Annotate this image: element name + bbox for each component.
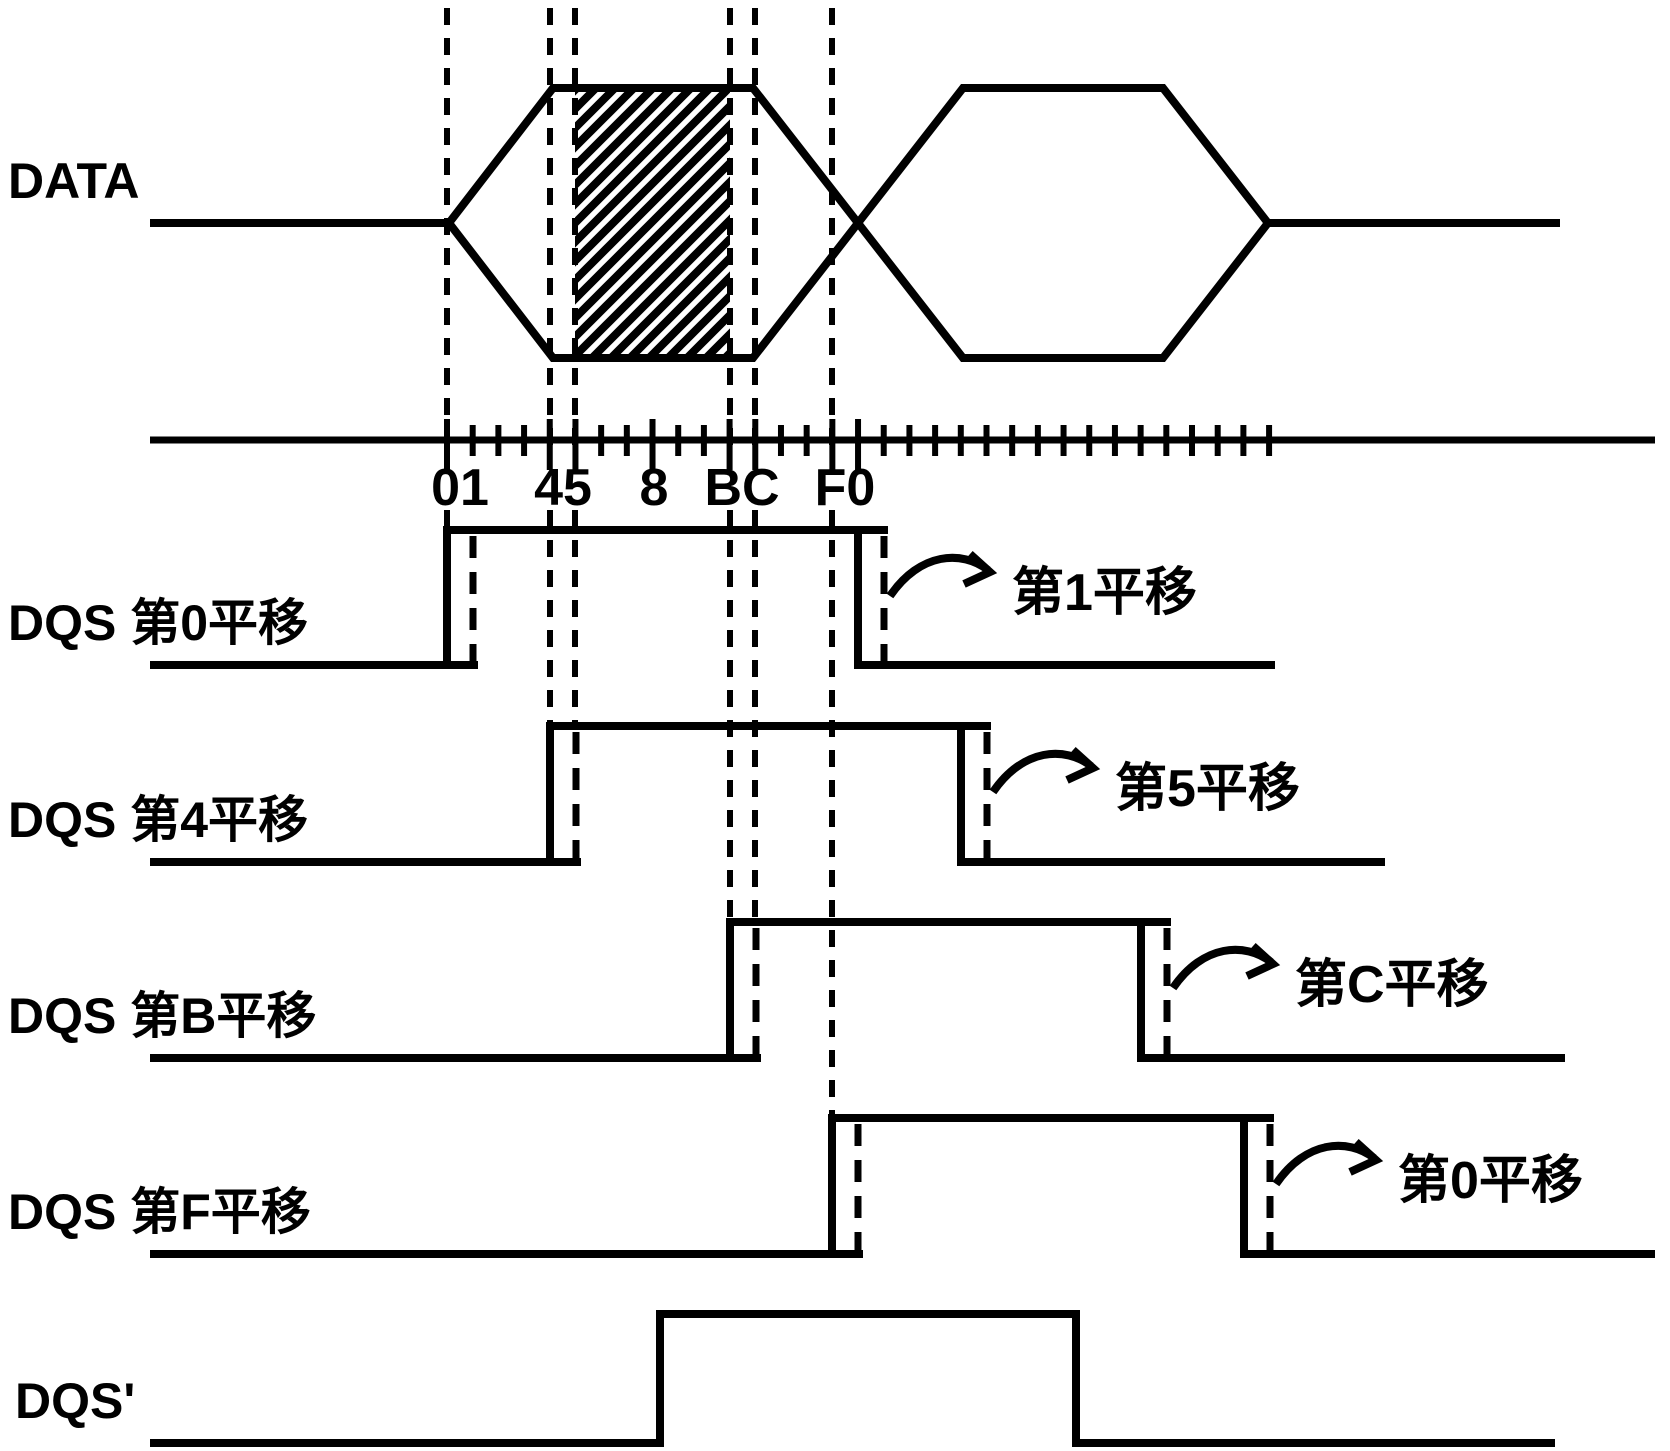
ruler-label-BC: BC [704,459,779,517]
shiftC-annotation: 第C平移 [1169,943,1489,1014]
dqs-pulse-trace [150,918,1565,1062]
shift-arrowhead-icon [1245,943,1281,980]
shift0-annotation: 第0平移 [1272,1139,1583,1210]
dqs-shiftF-label: DQS 第F平移 [8,1184,311,1240]
dqs-pulse-trace [150,526,1275,669]
dqs-prime-row: DQS' [15,1310,1555,1447]
shift1-label: 第1平移 [1012,564,1197,622]
ruler-label-8: 8 [640,459,669,517]
dqs-shift0-waveform [150,526,1275,669]
data-eye-lower-trace [445,84,1272,362]
shift-arrowhead-icon [1065,747,1101,784]
dqs-row-shiftF: DQS 第F平移 第0平移 [8,1114,1655,1258]
ruler-ticks [444,419,1273,470]
phase-gridlines [444,8,835,1118]
data-valid-window-hatch [575,92,730,354]
ruler-label-F0: F0 [815,459,876,517]
dqs-shift4-waveform [150,722,1385,866]
shift1-annotation: 第1平移 [886,551,1197,622]
shift5-annotation: 第5平移 [989,747,1300,818]
dqs-pulse-trace [150,1114,1655,1258]
time-ruler: 01 45 8 BC F0 [150,419,1655,517]
dqs-shift0-label: DQS 第0平移 [8,595,308,651]
dqs-shiftF-waveform [150,1114,1655,1258]
shiftC-label: 第C平移 [1295,956,1489,1014]
dqs-prime-label: DQS' [15,1373,135,1429]
dqs-row-shift4: DQS 第4平移 第5平移 [8,722,1385,866]
shift-arrowhead-icon [1348,1139,1384,1176]
ruler-label-45: 45 [534,459,592,517]
dqs-shift4-label: DQS 第4平移 [8,792,308,848]
data-eye-diagram: DATA [8,84,1560,362]
data-signal-label: DATA [8,153,139,209]
dqs-prime-waveform [150,1310,1555,1447]
dqs-shiftB-waveform [150,918,1565,1062]
dqs-shiftB-label: DQS 第B平移 [8,988,316,1044]
shift-arrowhead-icon [962,551,998,588]
ruler-labels: 01 45 8 BC F0 [431,459,875,517]
dqs-row-shift0: DQS 第0平移 第1平移 [8,526,1275,669]
ruler-label-01: 01 [431,459,489,517]
dqs-pulse-trace [150,722,1385,866]
shift5-label: 第5平移 [1115,760,1300,818]
dqs-row-shiftB: DQS 第B平移 第C平移 [8,918,1565,1062]
shift0-label: 第0平移 [1398,1152,1583,1210]
